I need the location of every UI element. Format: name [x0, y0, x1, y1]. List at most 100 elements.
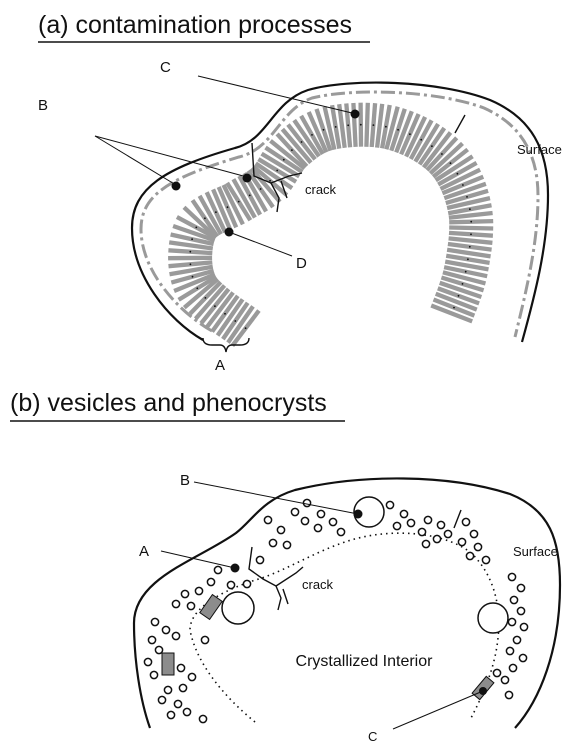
- small-vesicle: [482, 556, 489, 563]
- fiber-axis-dot: [192, 276, 194, 278]
- small-vesicle: [172, 600, 179, 607]
- small-vesicle: [150, 671, 157, 678]
- small-vesicle: [393, 522, 400, 529]
- panel-a-title: (a) contamination processes: [38, 11, 352, 39]
- fiber-axis-dot: [260, 188, 262, 190]
- small-vesicle: [509, 664, 516, 671]
- small-vesicle: [172, 632, 179, 639]
- small-vesicle: [329, 518, 336, 525]
- label-a-b: A: [139, 543, 149, 560]
- label-b-b: B: [180, 472, 190, 489]
- fiber-axis-dot: [469, 208, 471, 210]
- small-vesicle: [144, 658, 151, 665]
- fiber-axis-dot: [335, 126, 337, 128]
- fiber-axis-dot: [238, 201, 240, 203]
- small-vesicle: [474, 543, 481, 550]
- small-vesicle: [167, 711, 174, 718]
- small-vesicle: [501, 676, 508, 683]
- crystal-fiber: [449, 238, 493, 242]
- fiber-axis-dot: [373, 124, 375, 126]
- fiber-axis-dot: [458, 295, 460, 297]
- large-vesicle-2: [222, 592, 254, 624]
- fiber-axis-dot: [397, 129, 399, 131]
- small-vesicle: [517, 584, 524, 591]
- fiber-axis-dot: [470, 221, 472, 223]
- phenocryst-1: [200, 595, 222, 620]
- fiber-axis-dot: [234, 320, 236, 322]
- fiber-axis-dot: [195, 227, 197, 229]
- small-vesicle: [466, 552, 473, 559]
- fiber-axis-dot: [191, 238, 193, 240]
- point-b-b: [354, 510, 363, 519]
- small-vesicle: [179, 684, 186, 691]
- small-vesicle: [264, 516, 271, 523]
- small-vesicle: [183, 708, 190, 715]
- fiber-axis-dot: [347, 124, 349, 126]
- small-vesicle: [508, 618, 515, 625]
- small-vesicle: [519, 654, 526, 661]
- small-vesicle: [424, 516, 431, 523]
- small-vesicle: [291, 508, 298, 515]
- small-vesicle: [337, 528, 344, 535]
- fiber-axis-dot: [245, 327, 247, 329]
- crack-label-a: crack: [305, 182, 337, 197]
- fiber-axis-dot: [204, 217, 206, 219]
- small-vesicle: [214, 566, 221, 573]
- small-vesicle: [187, 602, 194, 609]
- fiber-axis-dot: [462, 283, 464, 285]
- small-vesicle: [164, 686, 171, 693]
- fiber-axis-dot: [450, 162, 452, 164]
- crack-line-b: [249, 547, 303, 610]
- fiber-axis-dot: [249, 195, 251, 197]
- point-b2-a: [243, 174, 252, 183]
- fiber-axis-dot: [466, 196, 468, 198]
- fiber-axis-dot: [214, 305, 216, 307]
- small-vesicle: [462, 518, 469, 525]
- small-vesicle: [277, 526, 284, 533]
- surface-label-a: Surface: [517, 142, 562, 157]
- small-vesicle: [283, 541, 290, 548]
- small-vesicle: [195, 587, 202, 594]
- fiber-axis-dot: [420, 139, 422, 141]
- small-vesicle: [433, 535, 440, 542]
- small-vesicle: [422, 540, 429, 547]
- small-vesicle: [227, 581, 234, 588]
- small-vesicle: [506, 647, 513, 654]
- small-vesicle: [303, 499, 310, 506]
- fiber-axis-dot: [409, 133, 411, 135]
- small-vesicle: [418, 528, 425, 535]
- fiber-axis-dot: [227, 206, 229, 208]
- small-vesicle: [505, 691, 512, 698]
- small-vesicle: [162, 626, 169, 633]
- surface-crack-b: [454, 510, 461, 528]
- small-vesicle: [314, 524, 321, 531]
- point-b1-a: [172, 182, 181, 191]
- small-vesicle: [177, 664, 184, 671]
- crystal-fibers-a: [168, 103, 493, 346]
- small-vesicle: [181, 590, 188, 597]
- point-d-a: [225, 228, 234, 237]
- small-vesicle: [400, 510, 407, 517]
- label-a-a: A: [215, 357, 225, 374]
- fiber-axis-dot: [205, 297, 207, 299]
- fiber-axis-dot: [283, 159, 285, 161]
- small-vesicle: [386, 501, 393, 508]
- fiber-axis-dot: [441, 153, 443, 155]
- fiber-axis-dot: [385, 126, 387, 128]
- small-vesicle: [256, 556, 263, 563]
- label-c-b: C: [368, 729, 377, 743]
- small-vesicle: [199, 715, 206, 722]
- label-d-a: D: [296, 255, 307, 272]
- fiber-axis-dot: [301, 141, 303, 143]
- fiber-axis-dot: [457, 173, 459, 175]
- fiber-axis-dot: [462, 184, 464, 186]
- small-vesicle: [158, 696, 165, 703]
- fiber-axis-dot: [323, 129, 325, 131]
- phenocryst-2: [162, 653, 174, 675]
- large-vesicle-3: [478, 603, 508, 633]
- fiber-axis-dot: [189, 251, 191, 253]
- small-vesicle: [174, 700, 181, 707]
- interior-label-b: Crystallized Interior: [296, 653, 434, 670]
- small-vesicle: [207, 578, 214, 585]
